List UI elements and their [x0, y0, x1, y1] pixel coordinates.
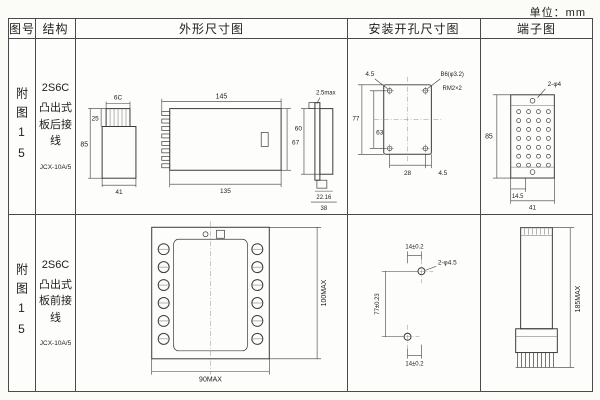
outline-drawing-front-wiring: 90MAX 100MAX	[151, 221, 328, 384]
dim-top-height-label: 25	[92, 116, 100, 123]
outline-cell-row2: 90MAX 100MAX	[76, 215, 348, 391]
dim-side-height-label: 85	[80, 141, 88, 148]
outline-drawing-rear-wiring: 6C 25 85 41	[80, 91, 337, 212]
terminal-cell-row1: 2-φ4 85 14.5 41	[481, 39, 592, 215]
dim-flange-label: 2.5max	[316, 91, 336, 97]
dim-depth1-label: 22.16	[316, 195, 332, 201]
socket-pins	[515, 352, 558, 368]
dim-hole-height-label: 63	[376, 129, 384, 136]
dim-panel-height-label: 60	[295, 125, 303, 132]
mounting-hole-drawing-front: 14±0.2 2-φ4.5 77±0.23 14±0.2	[375, 244, 457, 368]
relay-type: 2S6C	[41, 82, 70, 95]
dim-terminal-holes-label: 2-φ4	[548, 81, 562, 88]
dim-offset-bottom-label: 14±0.2	[405, 362, 423, 368]
dim-hole-width-label: 28	[404, 170, 412, 177]
dim-holes-spec-label: 2-φ4.5	[438, 259, 457, 266]
dimension-table: 图号 结构 外形尺寸图 安装开孔尺寸图 端子图 附图15 2S6C 凸出式板后接…	[8, 18, 593, 392]
dim-depth2-label: 38	[321, 206, 328, 212]
dim-total-height-label: 185MAX	[575, 285, 582, 312]
relay-type: 2S6C	[41, 258, 70, 271]
structure-cell-row1: 2S6C 凸出式板后接线 JCX-10A/5	[36, 39, 76, 215]
dim-width-max-label: 90MAX	[199, 377, 222, 384]
unit-label: 单位：mm	[529, 7, 586, 19]
terminal-screws-right	[251, 243, 264, 345]
mounting-hole-drawing-rear: 4.5 B6(φ3.2) RM2×2 77 63	[352, 71, 464, 177]
outline-cell-row1: 6C 25 85 41	[76, 39, 348, 215]
mounting-cell-row2: 14±0.2 2-φ4.5 77±0.23 14±0.2	[348, 215, 481, 391]
header-col-terminal: 端子图	[481, 19, 592, 39]
dim-top-width-label: 6C	[114, 95, 123, 102]
dim-case-height-label: 67	[292, 139, 300, 146]
dim-offset-top-label: 14±0.2	[405, 244, 423, 250]
dim-hole-spec-label: B6(φ3.2)	[441, 72, 464, 78]
fig-number: 附图15	[14, 263, 29, 343]
header-col-fig: 图号	[9, 19, 36, 39]
dim-screw-spec-label: RM2×2	[443, 86, 462, 92]
dim-height-max-label: 100MAX	[321, 279, 328, 306]
dim-case-length-label: 135	[220, 188, 231, 195]
dim-terminal-height-label: 85	[485, 133, 493, 140]
header-col-mounting: 安装开孔尺寸图	[348, 19, 481, 39]
dim-terminal-width-label: 41	[529, 205, 537, 212]
dim-total-length-label: 145	[216, 94, 228, 101]
terminal-screws-left	[157, 243, 170, 345]
fig-number: 附图15	[14, 86, 29, 167]
dim-terminal-pitch-label: 14.5	[512, 194, 524, 200]
terminal-diagram-front: 185MAX	[515, 227, 582, 368]
dim-side-width-label: 41	[115, 189, 123, 196]
fig-cell-row1: 附图15	[9, 39, 36, 215]
header-col-structure: 结构	[36, 19, 76, 39]
terminal-diagram-rear: 2-φ4 85 14.5 41	[485, 81, 562, 212]
product-model: JCX-10A/5	[39, 340, 72, 348]
dim-edge-offset-label: 4.5	[438, 170, 447, 177]
structure-desc: 凸出式板前接线	[39, 278, 72, 324]
mounting-cell-row1: 4.5 B6(φ3.2) RM2×2 77 63	[348, 39, 481, 215]
dim-outer-height-label: 77	[352, 116, 360, 123]
dim-corner-offset-label: 4.5	[365, 71, 374, 78]
structure-desc: 凸出式板后接线	[39, 102, 72, 148]
front-view: 145 135 67	[161, 94, 300, 195]
header-col-outline: 外形尺寸图	[76, 19, 348, 39]
panel-side-view: 2.5max 60 22.16 38	[295, 91, 337, 212]
structure-cell-row2: 2S6C 凸出式板前接线 JCX-10A/5	[36, 215, 76, 391]
product-model: JCX-10A/5	[39, 163, 72, 171]
fig-cell-row2: 附图15	[9, 215, 36, 391]
side-profile-view: 6C 25 85 41	[80, 95, 137, 196]
terminal-cell-row2: 185MAX	[481, 215, 592, 391]
dim-vertical-label: 77±0.23	[375, 293, 381, 315]
